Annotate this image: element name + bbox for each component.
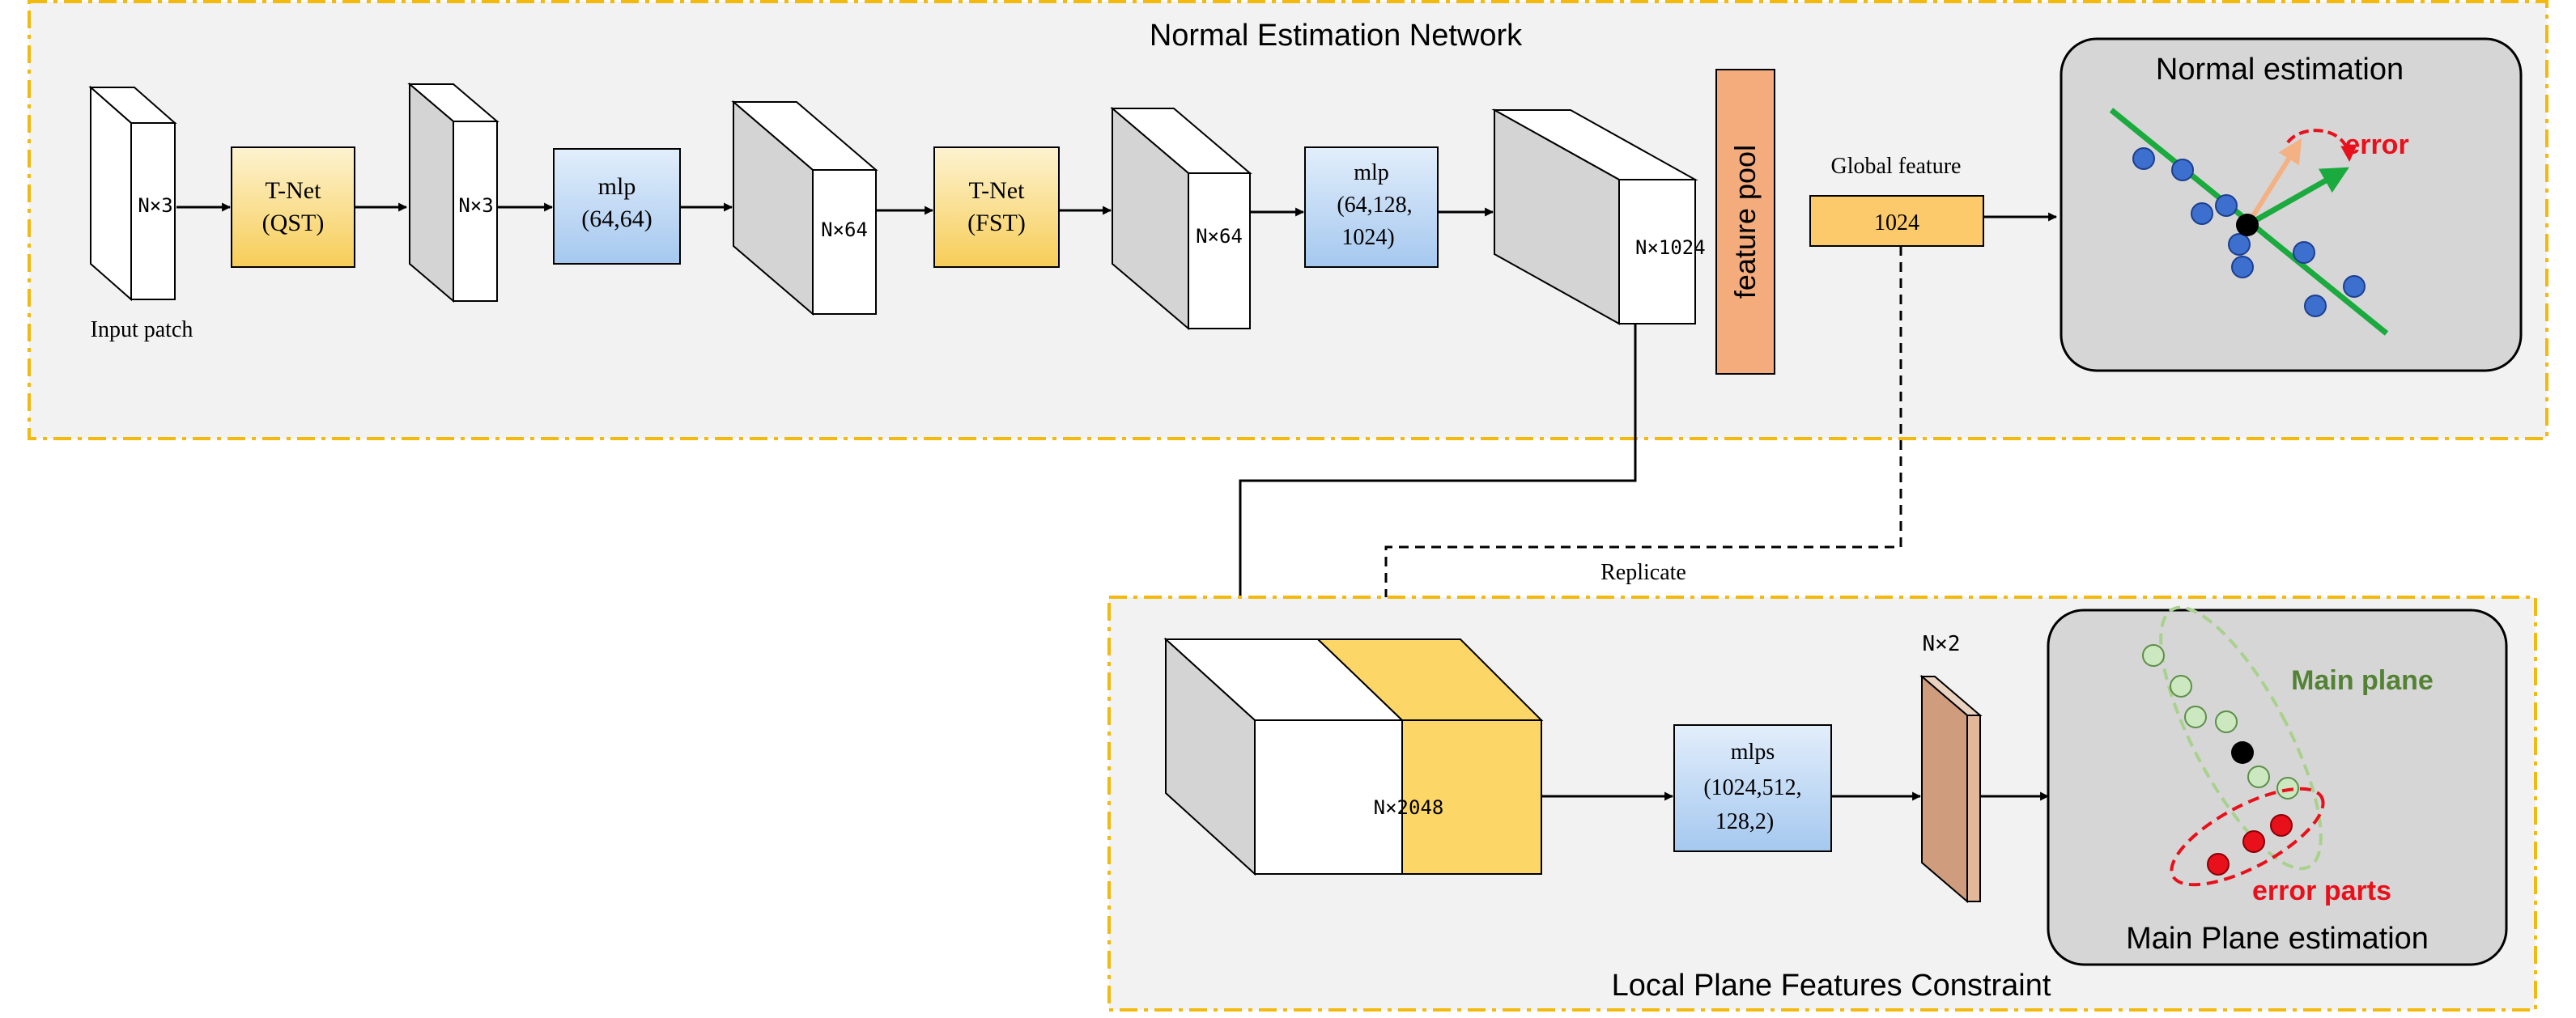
main-plane-label: Main plane bbox=[2291, 665, 2434, 696]
mlp1-box bbox=[553, 148, 681, 265]
mlp2-box bbox=[1304, 146, 1439, 268]
tnet-qst-line1: T-Net bbox=[266, 177, 322, 204]
plane-box-title: Main Plane estimation bbox=[2126, 922, 2429, 956]
mlp1-line1: mlp bbox=[598, 173, 636, 200]
point bbox=[2293, 241, 2315, 264]
point bbox=[2132, 147, 2155, 170]
feature-pool-bar bbox=[1715, 69, 1775, 375]
point bbox=[2207, 853, 2230, 876]
mlp2-line3: 1024) bbox=[1341, 225, 1394, 250]
mlp1-line2: (64,64) bbox=[581, 206, 652, 232]
input-patch-cube bbox=[88, 85, 177, 302]
concat-dim-label: N×2048 bbox=[1374, 796, 1444, 819]
main-plane-ellipse bbox=[2159, 605, 2323, 871]
point bbox=[2142, 644, 2165, 667]
output-dim-label: N×2 bbox=[1923, 632, 1961, 656]
global-feature-box bbox=[1809, 195, 1984, 247]
point bbox=[2171, 159, 2194, 181]
point bbox=[2304, 295, 2327, 317]
point bbox=[2242, 830, 2265, 853]
point bbox=[2343, 275, 2366, 298]
feat1-dim-label: N×64 bbox=[821, 218, 868, 241]
point bbox=[2228, 233, 2251, 256]
point-cloud bbox=[2132, 147, 2366, 317]
point bbox=[2276, 777, 2299, 800]
mlps-line1: mlps bbox=[1731, 740, 1775, 765]
global-feature-label: Global feature bbox=[1831, 154, 1962, 179]
point bbox=[2184, 706, 2207, 728]
point bbox=[2247, 766, 2270, 788]
plane-points bbox=[2142, 644, 2299, 800]
mlps-box bbox=[1673, 724, 1832, 852]
error-angle-arc bbox=[2286, 129, 2357, 162]
transformed-points-cube bbox=[407, 82, 499, 303]
top-panel-title: Normal Estimation Network bbox=[1150, 19, 1523, 53]
feature-pool-label: feature pool bbox=[1728, 145, 1762, 299]
feature-cube-n1024 bbox=[1491, 108, 1698, 325]
tnet-fst-line2: (FST) bbox=[967, 210, 1026, 236]
replicate-connector bbox=[1381, 246, 1902, 646]
feature-cube-n64-b bbox=[1110, 106, 1252, 331]
mlp2-line2: (64,128, bbox=[1337, 193, 1412, 218]
point bbox=[2191, 202, 2213, 225]
n1024-to-concat-connector bbox=[1235, 324, 1637, 646]
concat-cube-n2048 bbox=[1163, 637, 1544, 876]
center-point bbox=[2236, 214, 2259, 236]
replicate-label: Replicate bbox=[1600, 560, 1686, 585]
feat3-dim-label: N×1024 bbox=[1635, 236, 1706, 259]
normal-estimation-box bbox=[2060, 37, 2523, 372]
mlp2-line1: mlp bbox=[1354, 160, 1389, 185]
point bbox=[2170, 675, 2192, 698]
point bbox=[2231, 256, 2254, 278]
feature-cube-n64-a bbox=[731, 100, 878, 316]
global-feature-value: 1024 bbox=[1874, 210, 1919, 235]
ground-truth-normal-arrow bbox=[2246, 167, 2349, 228]
mlps-line3: 128,2) bbox=[1715, 809, 1774, 834]
center-point bbox=[2231, 741, 2254, 764]
output-bar-n2 bbox=[1919, 674, 1983, 904]
feat2-dim-label: N×64 bbox=[1196, 225, 1243, 248]
point bbox=[2270, 814, 2293, 837]
transformed-dim-label: N×3 bbox=[458, 194, 493, 217]
mlps-line2: (1024,512, bbox=[1703, 775, 1801, 800]
error-label: error bbox=[2344, 129, 2408, 160]
tnet-fst-box bbox=[933, 146, 1060, 268]
point bbox=[2215, 710, 2238, 733]
error-points bbox=[2207, 814, 2293, 876]
tnet-qst-line2: (QST) bbox=[262, 210, 325, 236]
input-dim-label: N×3 bbox=[138, 194, 172, 217]
input-patch-label: Input patch bbox=[91, 317, 193, 342]
normal-box-title: Normal estimation bbox=[2156, 53, 2404, 87]
bottom-panel-title: Local Plane Features Constraint bbox=[1612, 969, 2051, 1003]
tnet-qst-box bbox=[231, 146, 355, 268]
predicted-normal-arrow bbox=[2245, 138, 2302, 227]
point bbox=[2215, 194, 2238, 217]
error-parts-ellipse bbox=[2170, 787, 2325, 887]
error-parts-label: error parts bbox=[2252, 876, 2391, 906]
tnet-fst-line1: T-Net bbox=[969, 177, 1026, 204]
